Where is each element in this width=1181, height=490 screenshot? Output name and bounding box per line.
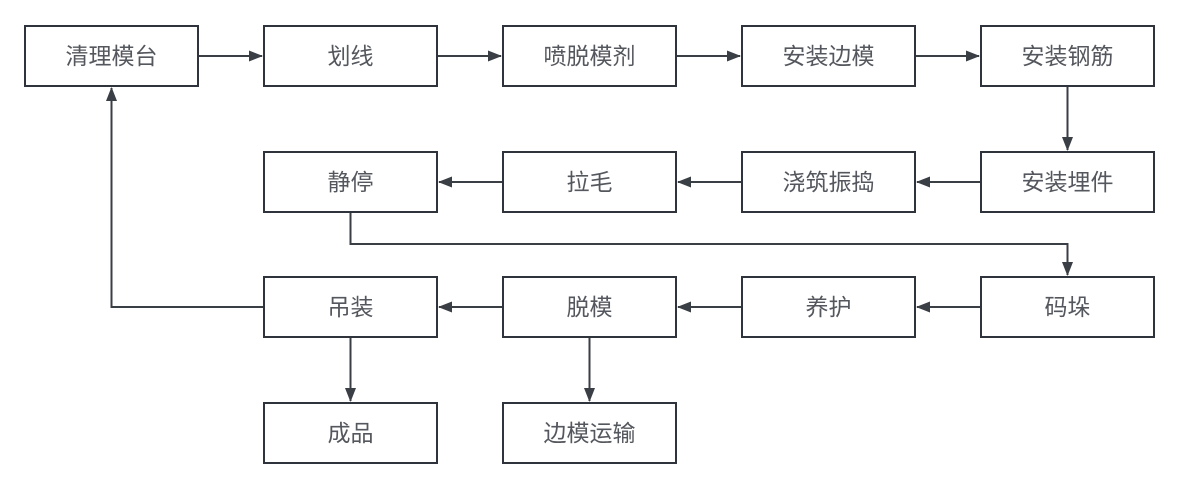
node-stacking: 码垛 xyxy=(980,276,1155,338)
node-clean-mold-table: 清理模台 xyxy=(24,25,199,87)
node-label-side-form-transport: 边模运输 xyxy=(543,419,636,446)
node-label-hoisting: 吊装 xyxy=(327,293,374,320)
node-label-install-embedded-parts: 安装埋件 xyxy=(1021,168,1114,195)
node-label-curing: 养护 xyxy=(805,293,852,320)
edge-hoisting-to-clean-mold-table xyxy=(106,87,263,308)
node-hoisting: 吊装 xyxy=(263,276,438,338)
node-side-form-transport: 边模运输 xyxy=(502,402,677,464)
node-marking: 划线 xyxy=(263,25,438,87)
node-label-finished-product: 成品 xyxy=(327,419,374,446)
node-install-embedded-parts: 安装埋件 xyxy=(980,151,1155,213)
node-roughening: 拉毛 xyxy=(502,151,677,213)
node-label-resting: 静停 xyxy=(327,168,374,195)
node-label-install-rebar: 安装钢筋 xyxy=(1021,42,1114,69)
node-label-clean-mold-table: 清理模台 xyxy=(65,42,158,69)
node-demolding: 脱模 xyxy=(502,276,677,338)
node-label-demolding: 脱模 xyxy=(566,293,613,320)
node-resting: 静停 xyxy=(263,151,438,213)
node-label-spray-release-agent: 喷脱模剂 xyxy=(543,42,636,69)
node-label-install-side-forms: 安装边模 xyxy=(782,42,875,69)
node-finished-product: 成品 xyxy=(263,402,438,464)
node-install-side-forms: 安装边模 xyxy=(741,25,916,87)
edge-resting-to-stacking xyxy=(349,213,1073,276)
node-label-roughening: 拉毛 xyxy=(566,168,613,195)
node-spray-release-agent: 喷脱模剂 xyxy=(502,25,677,87)
node-curing: 养护 xyxy=(741,276,916,338)
node-pour-and-vibrate: 浇筑振捣 xyxy=(741,151,916,213)
node-label-marking: 划线 xyxy=(327,42,374,69)
node-install-rebar: 安装钢筋 xyxy=(980,25,1155,87)
node-label-pour-and-vibrate: 浇筑振捣 xyxy=(782,168,875,195)
node-label-stacking: 码垛 xyxy=(1044,293,1091,320)
